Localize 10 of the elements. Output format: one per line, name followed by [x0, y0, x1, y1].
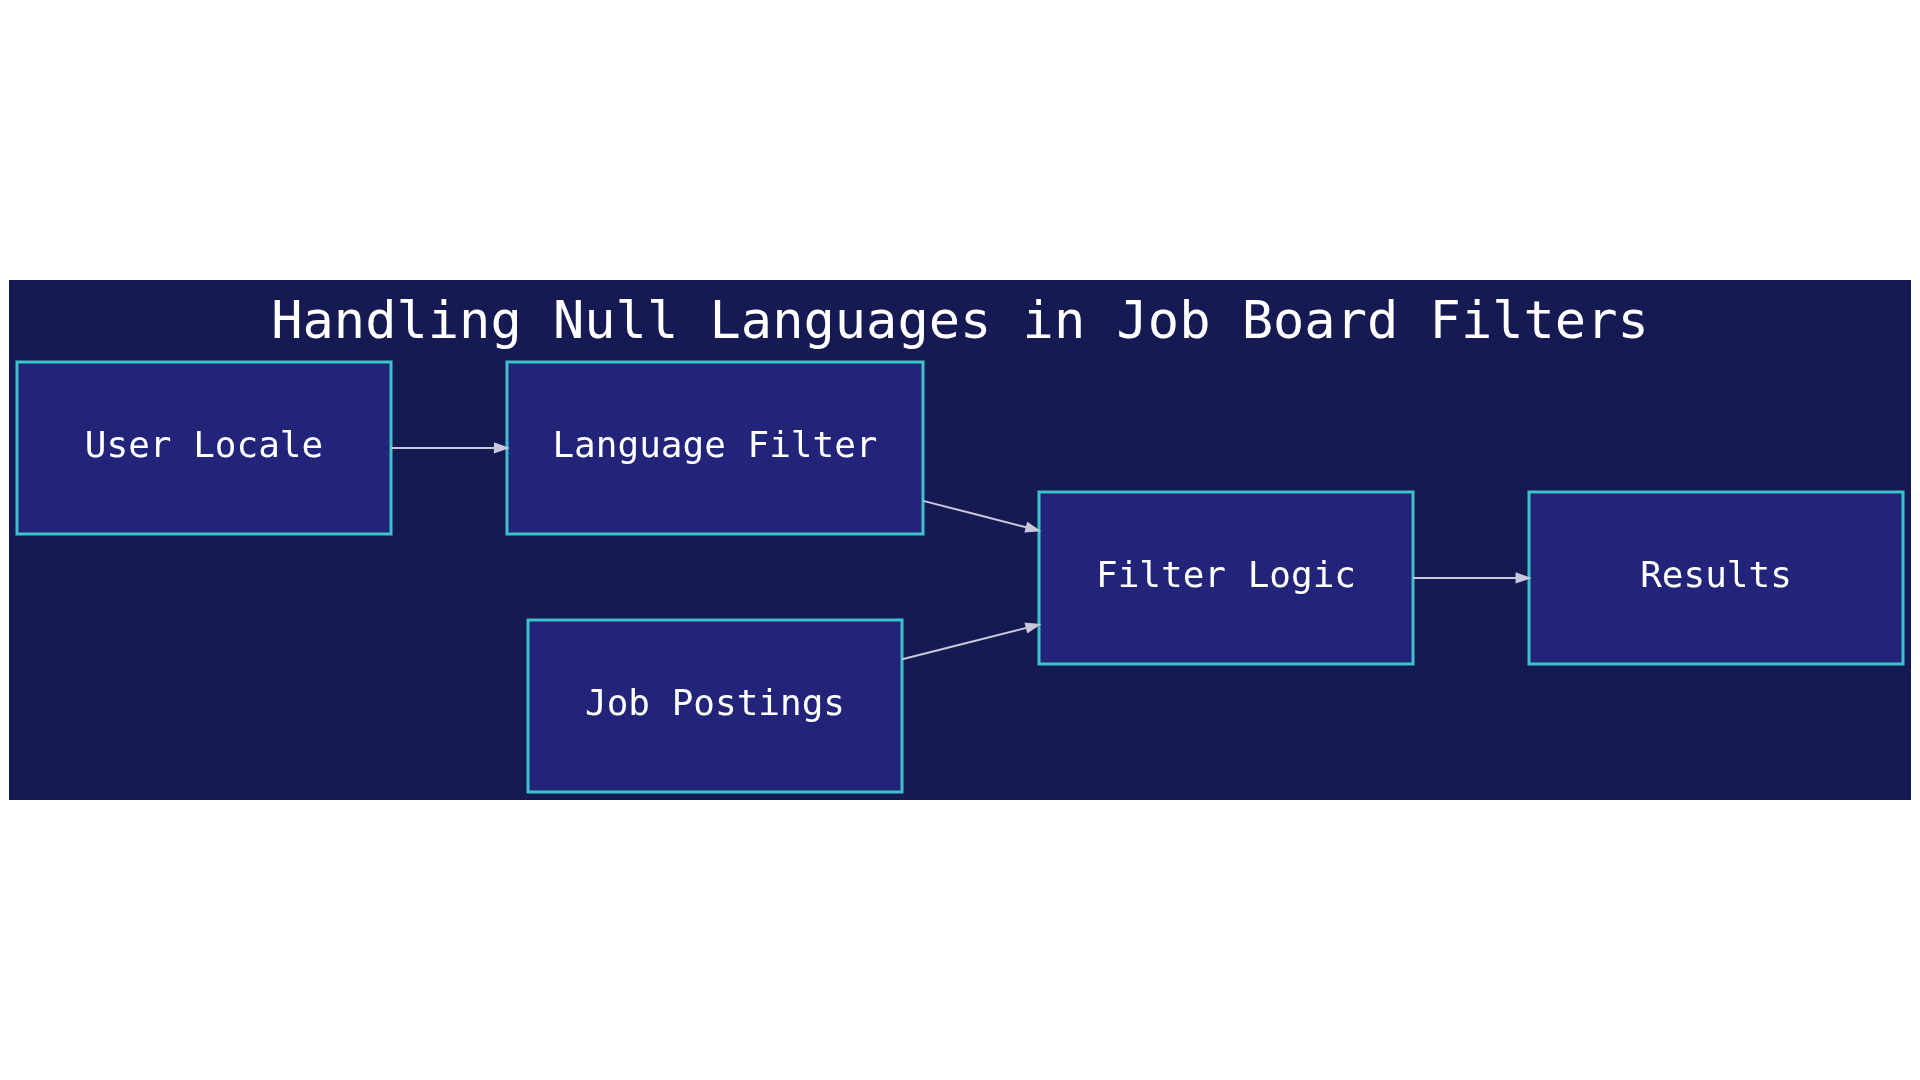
- node-box: User Locale: [15, 360, 393, 536]
- node-box: Results: [1527, 490, 1905, 666]
- node-box: Language Filter: [505, 360, 925, 536]
- arrow: [390, 442, 510, 454]
- arrow: [922, 499, 1042, 533]
- arrow: [1412, 572, 1532, 584]
- arrow: [901, 622, 1042, 661]
- node-box: Job Postings: [526, 618, 904, 794]
- node-box: Filter Logic: [1037, 490, 1415, 666]
- diagram-title: Handling Null Languages in Job Board Filters: [271, 289, 1649, 350]
